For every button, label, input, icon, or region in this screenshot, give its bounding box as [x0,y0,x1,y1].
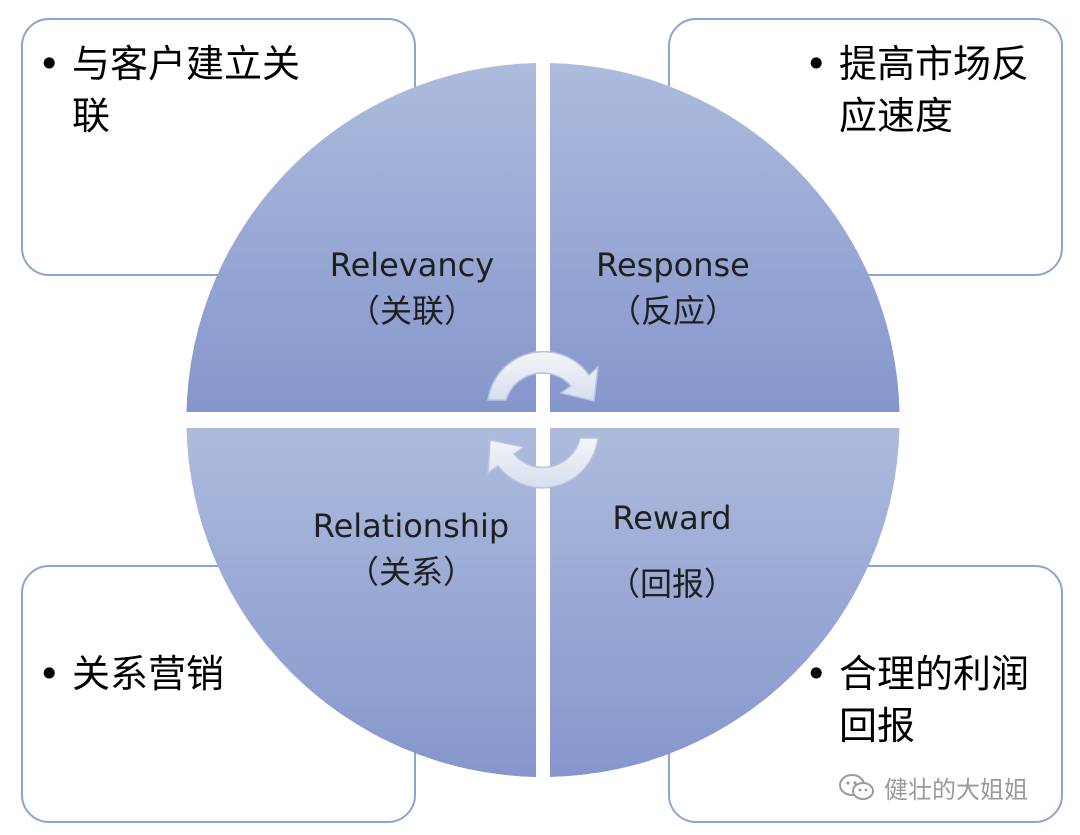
relevancy-title: Relevancy [330,246,494,284]
response-title: Response [596,246,750,284]
watermark: 健壮的大姐姐 [838,770,1028,805]
watermark-text: 健壮的大姐姐 [884,776,1028,804]
wechat-icon [839,773,874,800]
bullet-dot: • [805,652,828,696]
bullet-bottom-left: • 关系营销 [38,648,338,700]
bullet-top-right: • 提高市场反应速度 [805,38,1055,142]
bullet-dot: • [805,42,828,86]
relevancy-subtitle: （关联） [348,292,476,330]
bullet-text-relationship: 关系营销 [72,652,225,696]
bullet-top-left: • 与客户建立关联 [38,38,318,142]
bullet-dot: • [38,42,61,86]
bullet-text-response: 提高市场反应速度 [839,42,1030,138]
reward-subtitle: （回报） [608,565,736,603]
bullet-dot: • [38,652,61,696]
bullet-bottom-right: • 合理的利润回报 [805,648,1055,752]
bullet-text-reward: 合理的利润回报 [839,652,1030,748]
relationship-subtitle: （关系） [347,553,475,591]
reward-title: Reward [612,499,731,537]
relationship-title: Relationship [313,507,509,545]
response-subtitle: （反应） [609,292,737,330]
bullet-text-relevancy: 与客户建立关联 [72,42,301,138]
